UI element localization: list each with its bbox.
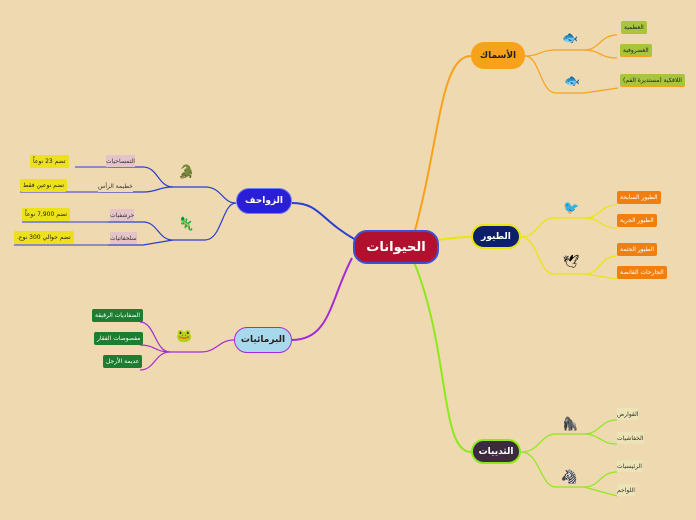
note-rhynchocephalia[interactable]: تضم نوعين فقط bbox=[20, 179, 68, 192]
branch-birds[interactable]: الطيور bbox=[471, 224, 521, 249]
leaf-perching-birds[interactable]: الطيور الجثمة bbox=[617, 243, 657, 256]
crocodile-icon: 🐊 bbox=[178, 165, 195, 180]
leaf-raptor-birds[interactable]: الجارحات القانصة bbox=[617, 266, 667, 279]
branch-fish[interactable]: الأسماك bbox=[471, 42, 525, 69]
note-squamates[interactable]: تضم 7,900 نوعاً bbox=[22, 208, 71, 221]
leaf-bony-fish[interactable]: العظمية bbox=[621, 21, 647, 34]
zebra-icon: 🦓 bbox=[561, 470, 578, 485]
branch-amphibians[interactable]: البرمائيات bbox=[234, 327, 292, 353]
group-crocodilians[interactable]: التمساحيات bbox=[106, 155, 135, 167]
leaf-rodents[interactable]: القوارض bbox=[617, 408, 639, 420]
fish-icon: 🐟 bbox=[564, 74, 581, 89]
group-turtles[interactable]: سلحفاتيات bbox=[110, 232, 137, 244]
group-rhynchocephalia[interactable]: خطيمة الرأس bbox=[98, 180, 133, 192]
branch-reptiles[interactable]: الزواحف bbox=[236, 188, 292, 214]
leaf-jawless-fish[interactable]: اللافكية (مستديرة الفم) bbox=[620, 74, 685, 87]
central-topic[interactable]: الحيوانات bbox=[353, 230, 439, 264]
leaf-bats[interactable]: الخفاشيات bbox=[617, 432, 644, 444]
lizard-icon: 🦎 bbox=[178, 217, 195, 232]
leaf-swimming-birds[interactable]: الطيور السابحة bbox=[617, 191, 661, 204]
branch-mammals[interactable]: الثدييات bbox=[471, 439, 521, 464]
leaf-anura[interactable]: مفصوصات الفقار bbox=[94, 332, 144, 345]
bird-icon: 🐦 bbox=[563, 201, 580, 216]
leaf-caudata[interactable]: الضفاديات الرقيقة bbox=[92, 309, 144, 322]
leaf-primates[interactable]: الرئيسيات bbox=[617, 460, 642, 472]
bird-icon: 🕊 bbox=[563, 255, 580, 270]
leaf-carnivores[interactable]: اللواحم bbox=[617, 484, 635, 496]
frog-icon: 🐸 bbox=[176, 329, 193, 344]
leaf-apoda[interactable]: عديمة الأرجل bbox=[103, 355, 143, 368]
fish-icon: 🐟 bbox=[562, 31, 579, 46]
gorilla-icon: 🦍 bbox=[562, 417, 579, 432]
leaf-cartilaginous-fish[interactable]: الغضروفية bbox=[620, 44, 652, 57]
note-turtles[interactable]: تضم حوالي 300 نوع. bbox=[14, 231, 74, 244]
leaf-running-birds[interactable]: الطيور الجرية bbox=[617, 214, 657, 227]
note-crocodilians[interactable]: تضم 23 نوعاً bbox=[30, 155, 69, 168]
group-squamates[interactable]: حرشفيات bbox=[110, 209, 135, 221]
